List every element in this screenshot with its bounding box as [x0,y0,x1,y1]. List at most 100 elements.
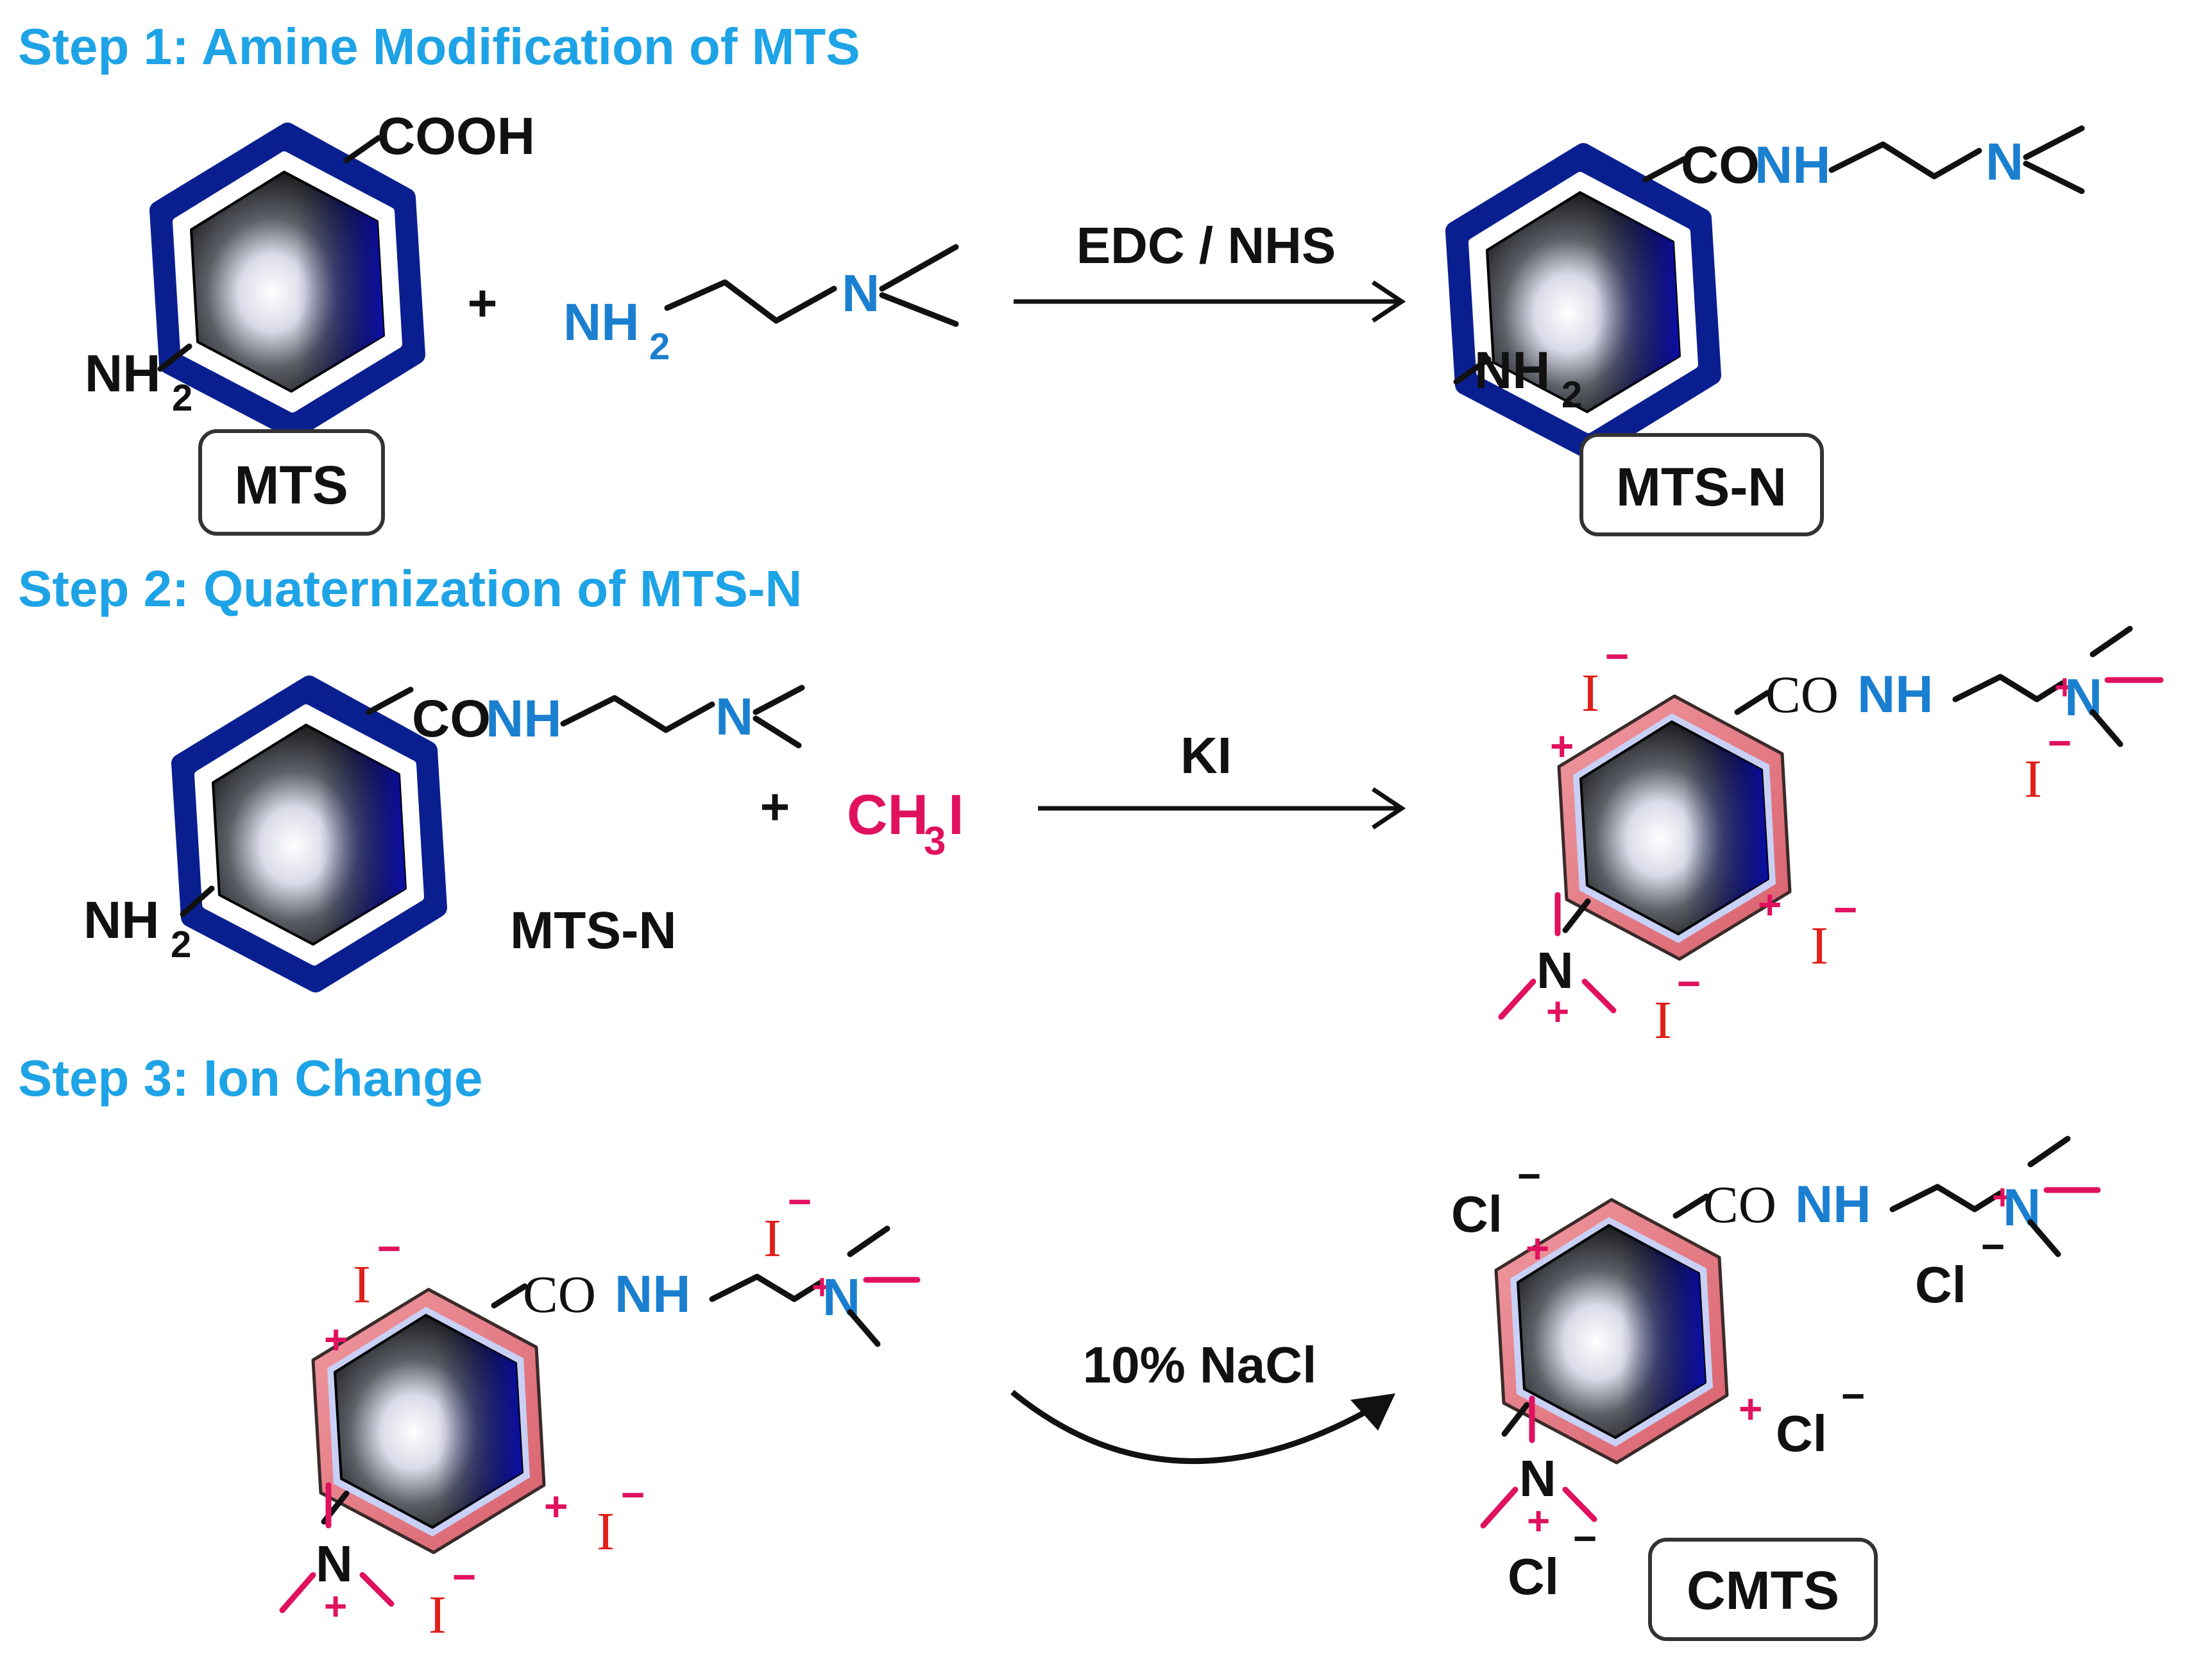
svg-text:CO: CO [1681,136,1760,194]
nh2-group-step2: NH 2 [83,891,191,966]
svg-text:NH: NH [1857,665,1933,724]
svg-text:−: − [1833,887,1857,933]
label-box-cmts: CMTS [1648,1538,1878,1641]
svg-text:−: − [1677,960,1701,1007]
reagent-ki: KI [1180,727,1232,784]
methyl-iodide: CH 3 I [847,783,964,864]
svg-text:Cl: Cl [1776,1405,1827,1462]
svg-text:+: + [1546,990,1569,1034]
svg-text:−: − [2048,720,2072,766]
charges-step2: + + [1550,723,1782,928]
svg-text:NH: NH [1755,136,1830,194]
svg-text:+: + [812,1266,833,1307]
svg-text:−: − [377,1225,401,1272]
svg-text:+: + [1758,881,1782,928]
label-mts-n-step2: MTS-N [510,901,677,960]
svg-text:I: I [597,1502,615,1561]
svg-text:CO: CO [412,690,491,748]
iodide-ions-step2: I − I − I − I − [1581,633,2072,1050]
svg-text:−: − [788,1178,812,1225]
quaternized-particle [1559,690,1790,959]
svg-text:N: N [316,1535,353,1592]
svg-text:I: I [1581,663,1599,723]
conh-chain-3a: CO NH + N [523,1225,921,1347]
quaternary-n-bottom-step2: N + [1498,892,1617,1034]
svg-text:I: I [2024,749,2042,809]
svg-text:CH: CH [847,783,928,846]
plus-sign-1: + [468,275,498,332]
svg-text:MTS: MTS [234,455,348,515]
step3-title: Step 3: Ion Change [18,1050,483,1107]
svg-text:N: N [1519,1450,1556,1507]
amine-reagent: NH 2 N [563,244,959,368]
svg-text:CO: CO [1765,665,1839,724]
svg-text:+: + [1527,1499,1550,1544]
label-box-mts-n: MTS-N [1579,433,1824,536]
svg-text:MTS-N: MTS-N [1616,457,1787,517]
svg-text:I: I [1654,991,1672,1050]
charges-step3-a: + + [324,1316,568,1529]
chloride-ions: Cl − Cl − Cl − Cl − [1451,1153,2005,1605]
svg-text:I: I [763,1209,781,1268]
conh-chain-2b: CO NH + N [1765,625,2164,747]
svg-text:NH: NH [83,891,159,949]
svg-text:I: I [948,783,964,846]
conh-chain-3b: CO NH + N [1703,1136,2101,1257]
svg-text:N: N [1986,133,2023,191]
svg-text:NH: NH [1474,341,1550,400]
cmts-particle [1496,1193,1727,1463]
svg-text:NH: NH [615,1265,690,1323]
svg-text:2: 2 [649,326,670,368]
nh2-group-mts: NH 2 [85,345,192,419]
svg-text:+: + [1739,1386,1762,1432]
cooh-group: COOH [377,107,535,166]
svg-text:+: + [2054,667,2075,707]
svg-text:+: + [1526,1225,1549,1272]
mts-n-particle-step2 [181,685,438,983]
svg-text:−: − [1517,1153,1541,1199]
svg-text:N: N [842,264,880,323]
svg-text:CO: CO [1703,1175,1776,1234]
svg-text:−: − [621,1472,645,1518]
svg-text:I: I [1810,916,1828,976]
svg-text:−: − [1981,1223,2005,1270]
svg-text:+: + [324,1316,348,1363]
conh-chain-2a: CO NH N [412,685,805,749]
svg-text:Cl: Cl [1451,1186,1502,1243]
svg-text:I: I [353,1255,371,1314]
mts-n-particle [1455,153,1712,450]
svg-text:CMTS: CMTS [1687,1560,1839,1621]
svg-text:−: − [1573,1515,1597,1561]
svg-text:2: 2 [172,377,192,419]
svg-text:+: + [544,1483,568,1529]
svg-text:I: I [429,1585,447,1645]
svg-text:+: + [1992,1177,2013,1217]
label-box-mts: MTS [198,429,385,536]
svg-text:−: − [1841,1373,1865,1419]
svg-text:−: − [452,1554,476,1600]
iodide-ions-step3: I − I − I − I − [353,1178,812,1645]
reagent-edc-nhs: EDC / NHS [1076,217,1336,274]
svg-text:−: − [1605,633,1629,679]
reaction-arrow-2 [1038,787,1406,830]
svg-text:Cl: Cl [1508,1548,1559,1605]
reaction-arrow-1 [1014,280,1406,323]
svg-text:2: 2 [171,924,191,966]
svg-text:+: + [1550,723,1574,769]
charges-step3-b: + + [1526,1225,1762,1432]
svg-text:+: + [324,1585,347,1629]
conh-chain-1: CO NH N [1681,125,2085,194]
svg-text:N: N [715,688,753,746]
nh2-group-mts-n: NH 2 [1474,341,1582,416]
svg-text:NH: NH [486,690,561,748]
svg-text:N: N [1536,942,1574,999]
svg-text:Cl: Cl [1915,1256,1966,1313]
step1-title: Step 1: Amine Modification of MTS [18,18,860,75]
svg-text:CO: CO [523,1265,596,1323]
reaction-arrow-3 [1010,1390,1395,1464]
plus-sign-2: + [760,778,790,835]
svg-text:NH: NH [85,345,160,403]
mts-particle [159,132,416,430]
